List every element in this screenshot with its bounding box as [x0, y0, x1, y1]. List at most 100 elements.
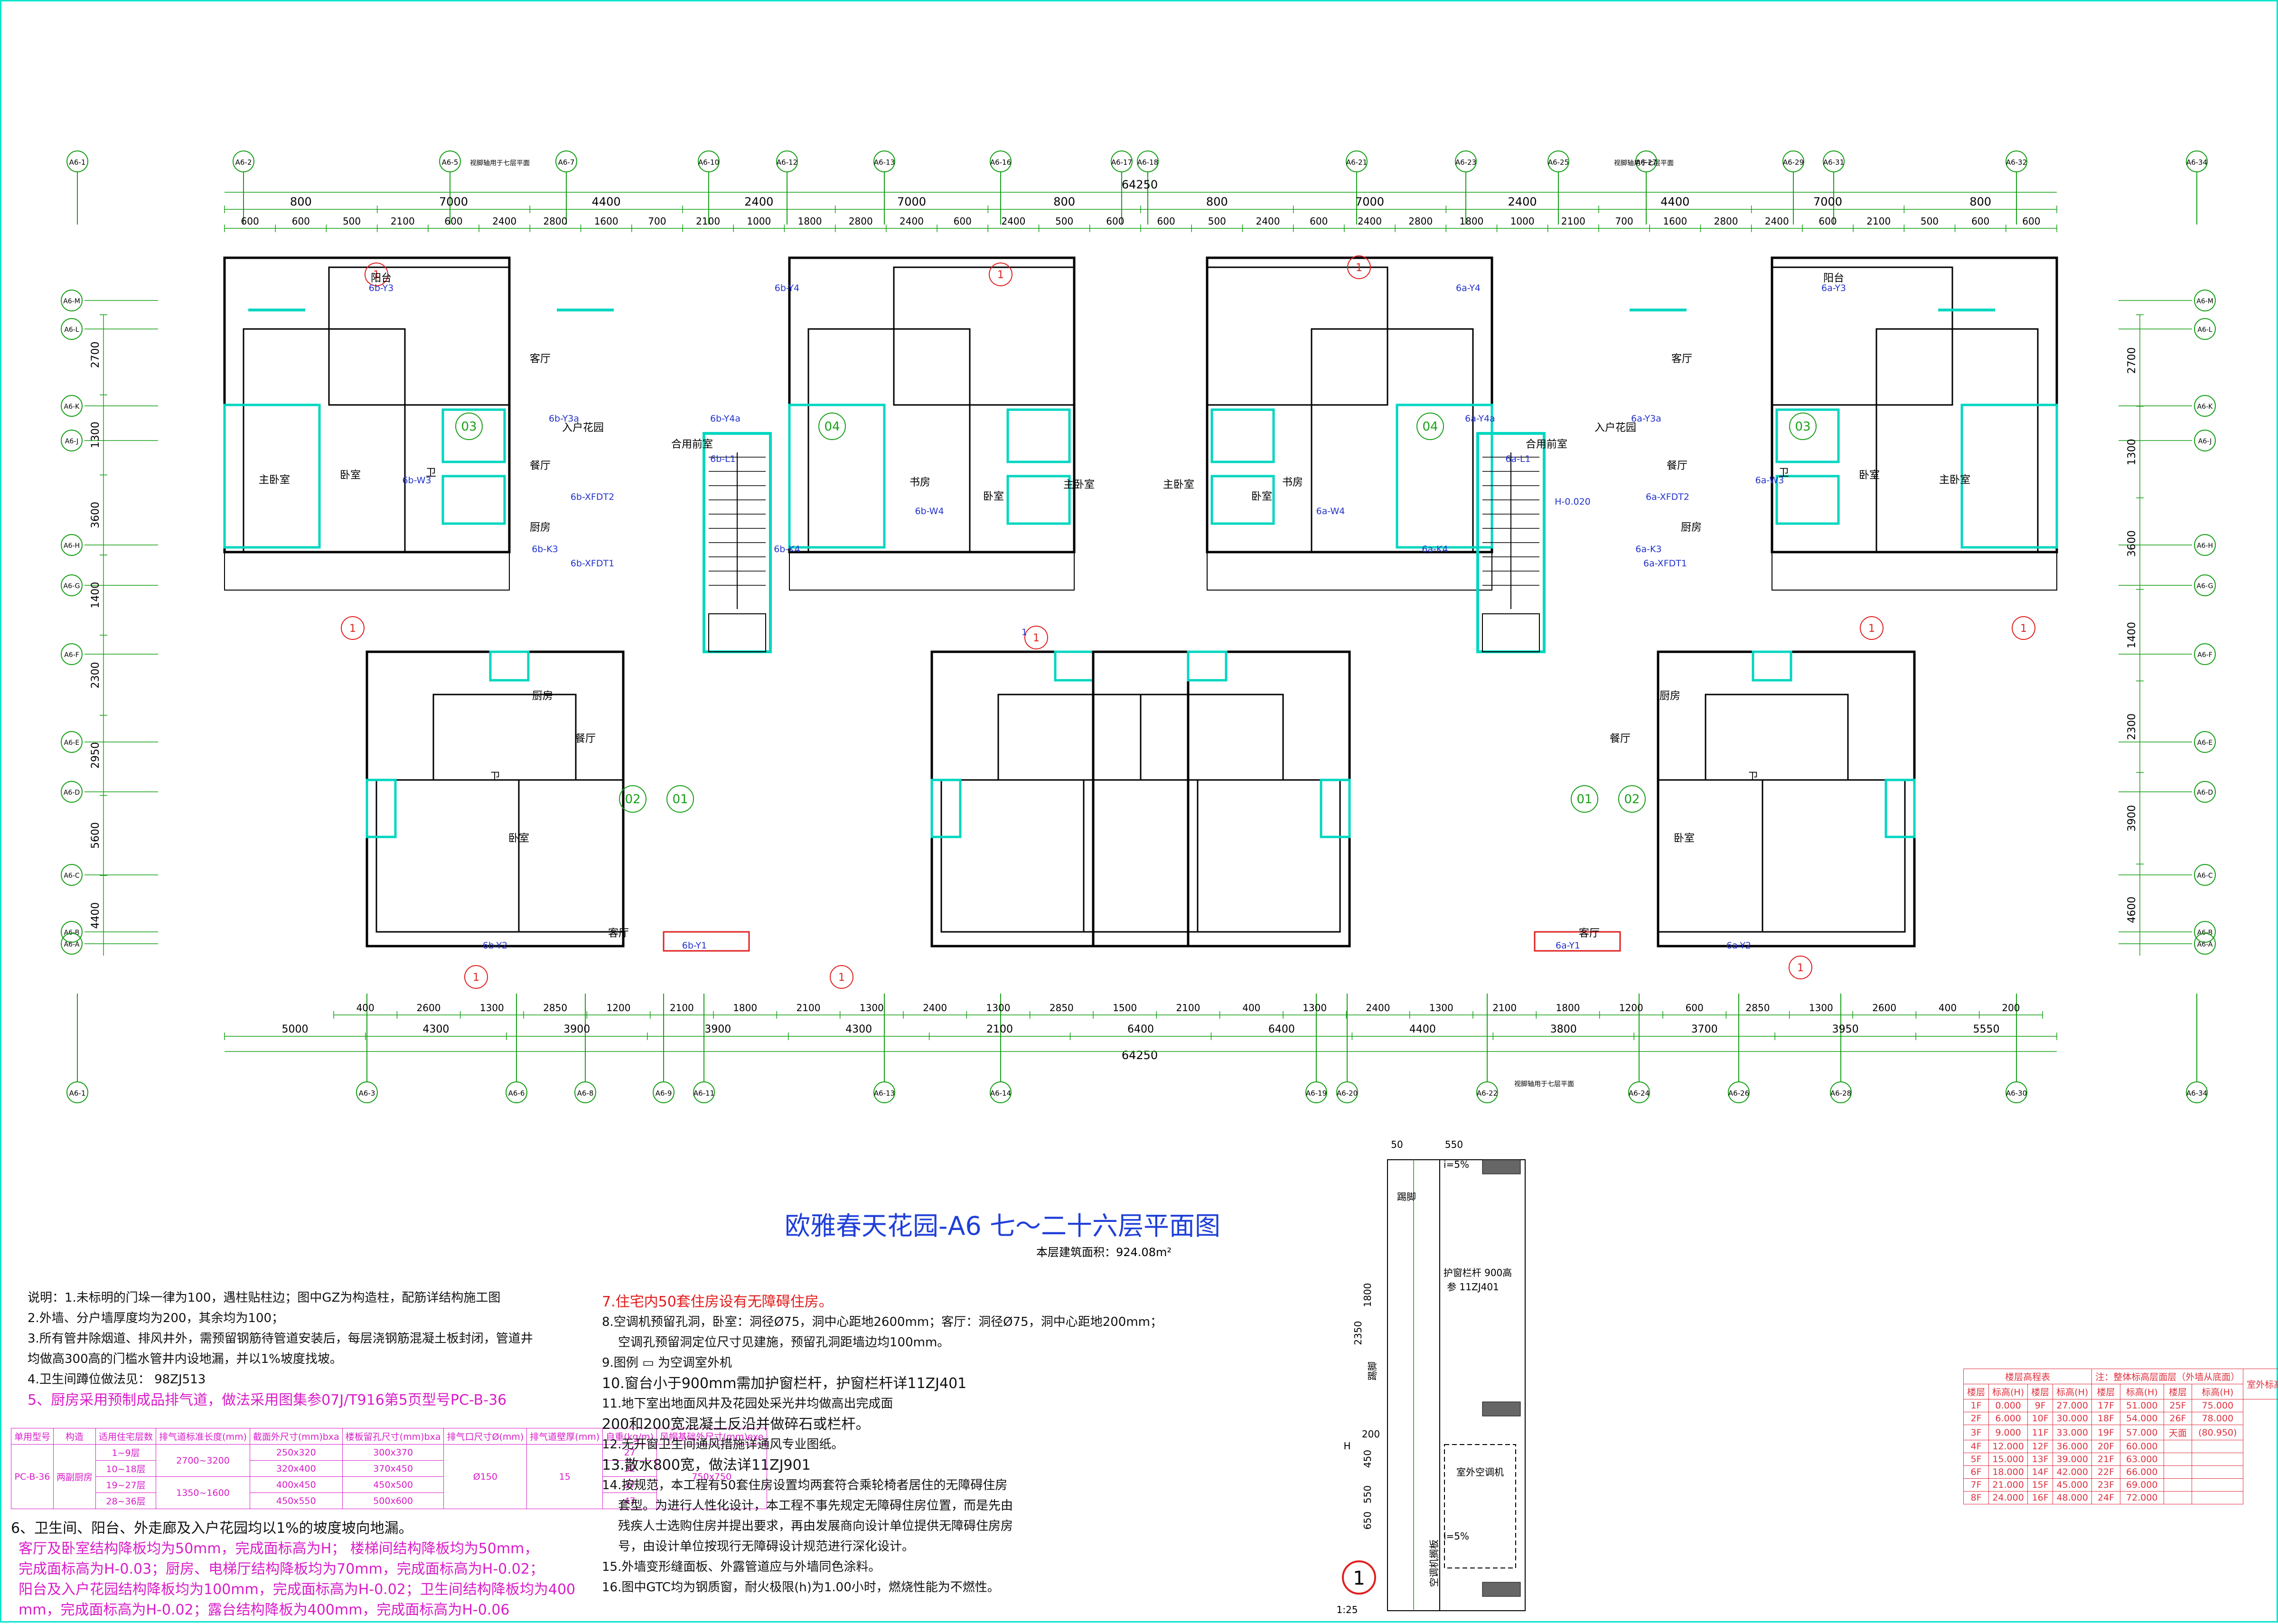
elev-cell: 27.000	[2053, 1399, 2092, 1412]
axis-label-top: A6-13	[874, 158, 895, 167]
component-tag: 6b-K4	[774, 544, 800, 554]
elev-cell: 12.000	[1989, 1440, 2028, 1453]
shaft-k	[490, 652, 528, 680]
elev-cell: 6F	[1964, 1466, 1989, 1479]
elev-cell	[2164, 1479, 2192, 1492]
dim-bottom-second-label: 2100	[670, 1002, 694, 1014]
section-detail-label: 参 11ZJ401	[1447, 1281, 1499, 1293]
axis-label-top: A6-1	[69, 158, 86, 167]
axis-label-right: A6-J	[2198, 438, 2212, 445]
component-tag: 6a-K3	[1635, 544, 1661, 554]
room-label: 卧室	[983, 491, 1004, 503]
component-tag: 6b-Y3a	[549, 413, 579, 424]
component-tag: 6b-L1	[710, 454, 736, 464]
elev-cell: 57.000	[2120, 1425, 2164, 1440]
dim-bottom-second-label: 2850	[543, 1002, 567, 1014]
dim-bottom-second-label: 1300	[1809, 1002, 1833, 1014]
axis-label-top: A6-2	[235, 158, 252, 167]
axis-label-right: A6-E	[2197, 739, 2212, 747]
shaft-xfdt	[443, 476, 505, 524]
elev-cell: 51.000	[2120, 1399, 2164, 1412]
dim-left-label: 3600	[90, 502, 102, 528]
dim-top-main-label: 7000	[1355, 195, 1384, 208]
dim-top-main-label: 7000	[897, 195, 926, 208]
elev-cell: 24.000	[1989, 1492, 2028, 1504]
section-detail-label: 护窗栏杆 900高	[1444, 1267, 1512, 1278]
room-label: 书房	[1282, 477, 1303, 488]
elev-cell: 12F	[2028, 1440, 2053, 1453]
dim-top-second-label: 2800	[543, 216, 567, 227]
axis-label-left: A6-H	[64, 542, 80, 550]
elev-h-floor: 楼层	[1964, 1384, 1989, 1399]
room-master	[941, 780, 1084, 932]
note-14: 14.按规范，本工程有50套住房设置均两套符合乘轮椅者居住的无障碍住房	[602, 1475, 1162, 1496]
corridor	[1772, 552, 2057, 590]
dim-bottom-second-label: 200	[2002, 1002, 2020, 1014]
room-living	[329, 267, 509, 405]
room-label: 厨房	[1659, 690, 1680, 702]
component-tag: 6a-Y1	[1556, 940, 1580, 951]
note-6: 6、卫生间、阳台、外走廊及入户花园均以1%的坡度坡向地漏。 客厅及卧室结构降板均…	[11, 1518, 575, 1620]
axis-label-left: A6-E	[64, 739, 79, 747]
pc-structure: 两副厨房	[54, 1445, 96, 1509]
dim-top-second-label: 600	[1819, 216, 1837, 227]
room-label: 卧室	[508, 833, 529, 845]
elev-cell: 20F	[2092, 1440, 2120, 1453]
section-beam	[1482, 1160, 1520, 1174]
dim-top-second-label: 2100	[696, 216, 720, 227]
dim-bottom-main-label: 5550	[1973, 1023, 2000, 1035]
unit-outline	[367, 652, 623, 946]
elev-cell: 45.000	[2053, 1479, 2092, 1492]
axis-label-bottom: A6-26	[1728, 1089, 1749, 1098]
section-detail-label: 室外空调机	[1456, 1466, 1504, 1478]
axis-label-bottom: A6-20	[1337, 1089, 1358, 1098]
elev-cell: 15.000	[1989, 1453, 2028, 1466]
dim-top-second-label: 700	[648, 216, 666, 227]
dim-bottom-main-label: 3700	[1691, 1023, 1718, 1035]
elev-cell: 1F	[1964, 1399, 1989, 1412]
component-tag: 6b-Y4a	[710, 413, 741, 424]
section-detail-label: 踢脚	[1367, 1361, 1378, 1380]
note-11: 11.地下室出地面风井及花园处采光井均做高出完成面	[602, 1394, 1162, 1414]
pc-model: PC-B-36	[11, 1445, 54, 1509]
room-wc	[1321, 780, 1350, 837]
shaft-k	[1753, 652, 1791, 680]
unit-number: 04	[1422, 420, 1438, 434]
note-6-line: 客厅及卧室结构降板均为50mm，完成面标高为H； 楼梯间结构降板均为50mm，	[11, 1539, 575, 1559]
dim-top-main-label: 4400	[592, 195, 621, 208]
note-11b: 200和200宽混凝土反沿并做碎石或栏杆。	[602, 1414, 1162, 1435]
room-label: 客厅	[1671, 353, 1692, 365]
unit-number: 02	[625, 792, 640, 807]
dim-right-label: 1300	[2126, 439, 2138, 465]
axis-label-bottom: A6-8	[577, 1089, 594, 1098]
component-tag: 6a-Y4	[1456, 283, 1481, 293]
dim-top-main-label: 800	[1053, 195, 1075, 208]
dim-bottom-second-label: 2400	[923, 1002, 947, 1014]
dim-top-second-label: 600	[2022, 216, 2040, 227]
elev-h-elev: 标高(H)	[2192, 1384, 2243, 1399]
dim-top-second-label: 600	[444, 216, 462, 227]
room-label: 书房	[909, 477, 930, 488]
section-detail-label: 50	[1391, 1139, 1403, 1150]
note-2: 2.外墙、分户墙厚度均为200，其余均为100；	[28, 1308, 533, 1329]
notes-right: 7.住宅内50套住房设有无障碍住房。 8.空调机预留孔洞，卧室：洞径Ø75，洞中…	[602, 1292, 1162, 1598]
note-14d: 号，由设计单位按现行无障碍设计规范进行深化设计。	[602, 1537, 1162, 1557]
note-6-line: 完成面标高为H-0.03；厨房、电梯厅结构降板均为70mm，完成面标高为H-0.…	[11, 1559, 575, 1579]
elev-cell: 3F	[1964, 1425, 1989, 1440]
section-detail-label: 450	[1362, 1450, 1373, 1468]
note-16: 16.图中GTC均为钢质窗，耐火极限(h)为1.00小时，燃烧性能为不燃性。	[602, 1577, 1162, 1598]
elev-cell: 天面	[2164, 1425, 2192, 1440]
dim-top-second-label: 2100	[1866, 216, 1891, 227]
plan-note-bottom: 视脚轴用于七层平面	[1514, 1080, 1574, 1088]
shaft-xfdt	[1777, 410, 1838, 462]
section-beam	[1482, 1582, 1520, 1596]
section-detail-label: H	[1343, 1440, 1350, 1452]
stair-landing	[709, 614, 766, 652]
section-slab	[1440, 1160, 1525, 1611]
unit-number: 01	[672, 792, 688, 807]
elev-cell: 78.000	[2192, 1412, 2243, 1425]
axis-label-right: A6-D	[2197, 789, 2213, 797]
